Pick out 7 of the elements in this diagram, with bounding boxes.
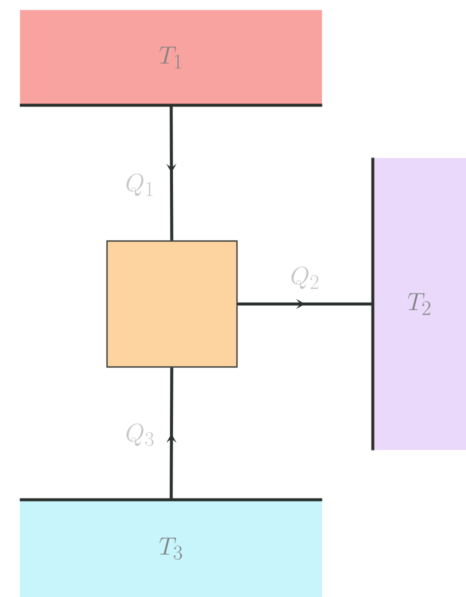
edge-label: $Q_3$ bbox=[124, 423, 156, 447]
edge-label: $Q_2$ bbox=[289, 266, 321, 290]
engine-box bbox=[106, 240, 238, 368]
reservoir-block: $T_3$ bbox=[20, 498, 322, 597]
edge-label: $Q_1$ bbox=[124, 173, 156, 197]
reservoir-block: $T_2$ bbox=[371, 158, 466, 450]
reservoir-block: $T_1$ bbox=[20, 10, 322, 107]
